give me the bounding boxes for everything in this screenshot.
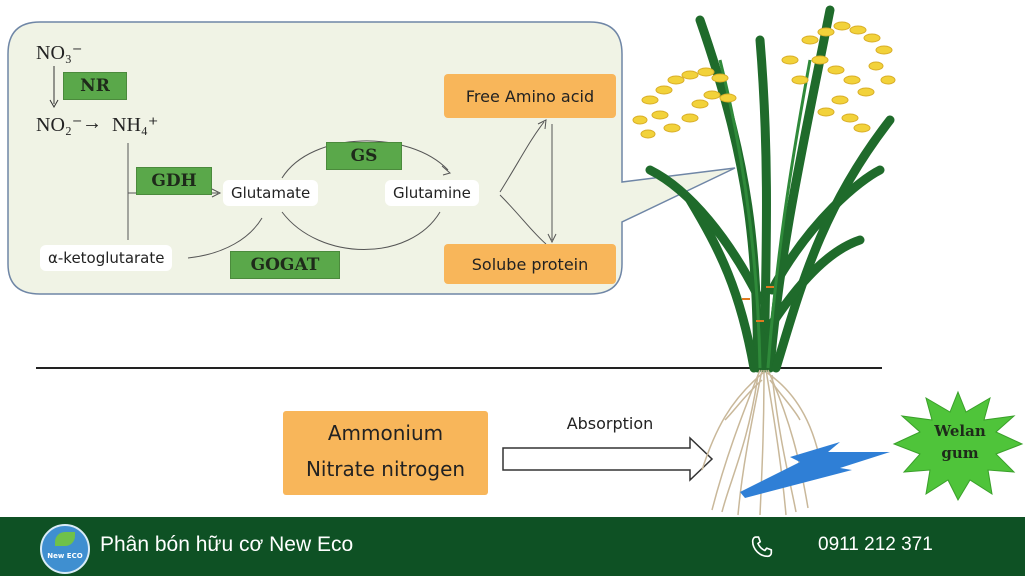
glutamate-label: Glutamate	[223, 180, 319, 206]
ammonium-label: NH₄⁺	[112, 114, 159, 136]
enzyme-nr: NR	[63, 72, 127, 100]
enzyme-gs: GS	[326, 142, 402, 170]
nitrate-label: NO₃⁻	[36, 42, 83, 64]
footer-bar: New ECO Phân bón hữu cơ New Eco 0911 212…	[0, 517, 1025, 576]
welan-gum-label: Welan gum	[934, 422, 986, 462]
leaf-icon	[55, 532, 75, 546]
phone-icon[interactable]	[748, 533, 776, 561]
absorption-arrow	[502, 436, 714, 482]
ketoglutarate-label: α-ketoglutarate	[40, 245, 173, 271]
brand-name[interactable]: Phân bón hữu cơ New Eco	[100, 533, 354, 556]
ammonium-text: Ammonium	[327, 421, 444, 445]
enzyme-gdh: GDH	[136, 167, 212, 195]
logo-text: New ECO	[47, 552, 83, 560]
plant-roots	[701, 369, 823, 516]
enzyme-gogat: GOGAT	[230, 251, 340, 279]
lightning-bolt	[740, 442, 890, 498]
nitrogen-source-box: Ammonium Nitrate nitrogen	[283, 411, 488, 495]
phone-number[interactable]: 0911 212 371	[818, 534, 933, 555]
free-amino-acid-box: Free Amino acid	[444, 74, 616, 118]
welan-gum-star	[892, 390, 1024, 502]
glutamine-label: Glutamine	[385, 180, 479, 206]
nitrate-nitrogen-text: Nitrate nitrogen	[305, 457, 466, 481]
new-eco-logo[interactable]: New ECO	[40, 524, 90, 574]
nitrite-label: NO₂⁻	[36, 114, 83, 136]
rice-plant	[632, 5, 896, 373]
absorption-label: Absorption	[532, 408, 688, 438]
conversion-arrow: →	[82, 112, 102, 134]
soluble-protein-box: Solube protein	[444, 244, 616, 284]
